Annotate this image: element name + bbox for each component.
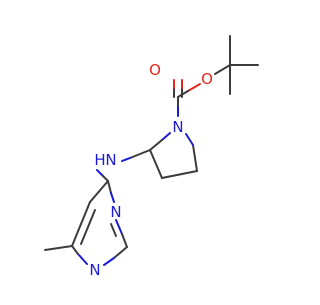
bond-amine-pyrimidine-blue xyxy=(96,169,104,177)
bond-n3-c2-double xyxy=(110,223,117,237)
bond-c6-c5 xyxy=(71,201,91,247)
bond-c6-c5-double xyxy=(80,209,96,245)
amine-nitrogen-label: N xyxy=(105,151,116,169)
bond-ring-c3-c4 xyxy=(161,170,198,179)
bond-tbu-oxygen xyxy=(214,64,231,75)
bond-ring-amine xyxy=(129,149,151,159)
bond-c4-n3-blue xyxy=(110,192,115,203)
bond-n1-c6-blue xyxy=(77,253,88,265)
bond-c5-c4 xyxy=(89,180,109,203)
pyrrolidine-ring xyxy=(149,132,198,179)
bond-ring-n-c2 xyxy=(149,139,163,151)
bond-ring-amine-blue xyxy=(121,157,131,162)
bond-ring-c4-c5 xyxy=(192,144,198,172)
pyrimidine-n3-label: N xyxy=(110,203,121,221)
bond-ring-c2-c3 xyxy=(149,149,163,179)
pyrimidine-ring xyxy=(71,180,128,266)
ester-oxygen-label: O xyxy=(201,70,213,88)
bond-n3-c2 xyxy=(121,233,128,248)
bond-c2-n1-blue xyxy=(103,257,115,266)
bond-pyrimidine-methyl xyxy=(44,245,73,251)
carbonyl-oxygen-label: O xyxy=(149,61,161,79)
bond-ester-o-carbon-red xyxy=(187,83,201,92)
molecule-structure: O O N H N N N xyxy=(44,35,259,279)
tert-butyl-group xyxy=(214,35,259,95)
amine-hydrogen-label: H xyxy=(94,151,105,169)
bond-c2-n1 xyxy=(113,246,128,259)
pyrimidine-n1-label: N xyxy=(89,261,100,279)
bond-ring-c5-n-blue xyxy=(185,133,194,146)
carbonyl-double-bond xyxy=(173,79,183,98)
bond-c4-n3 xyxy=(107,180,112,194)
structure-canvas: O O N H N N N xyxy=(44,35,259,279)
bond-n1-c6 xyxy=(71,245,79,255)
bond-amine-pyrimidine xyxy=(102,175,109,182)
bond-ring-n-c2-blue xyxy=(161,132,171,141)
pyrrolidine-nitrogen-label: N xyxy=(172,118,183,136)
bond-n3-c2-blue xyxy=(115,219,123,235)
